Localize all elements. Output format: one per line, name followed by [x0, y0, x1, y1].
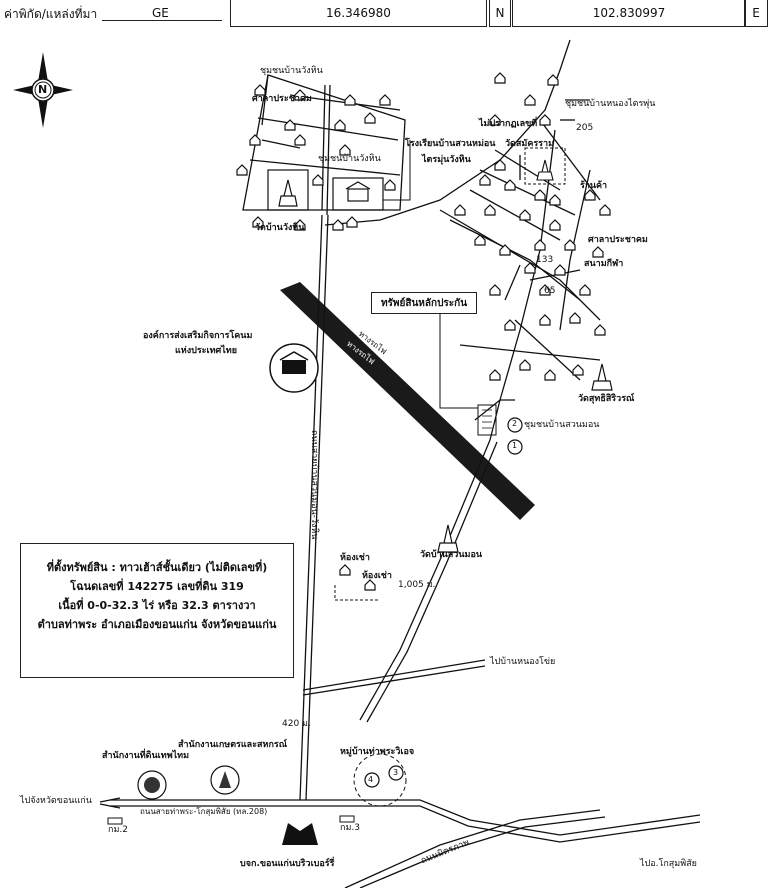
- label-65: 65: [544, 286, 556, 296]
- label-temple-samakkhi: วัดสมัครราม: [505, 139, 554, 149]
- label-temple-suanmon: วัดบ้านสวนมอน: [420, 550, 483, 560]
- label-road-vertical: ถนนสายบ้านสวนมอน-วังหิน: [309, 430, 319, 540]
- marker-1-label: 1: [512, 441, 518, 450]
- label-school: โรงเรียนบ้านสวนหม่อน: [405, 139, 496, 149]
- label-133: 133: [536, 255, 554, 265]
- label-dist-420: 420 ม.: [282, 719, 311, 729]
- label-dairy-org-2: แห่งประเทศไทย: [175, 346, 237, 356]
- main-road-vertical: [299, 214, 329, 801]
- coordinate-header: ค่าพิกัด/แหล่งที่มา GE 16.346980 N 102.8…: [0, 0, 768, 30]
- school-icon: [345, 181, 371, 202]
- label-road-208: ถนนสายท่าพระ-โกสุมพิสัย (ทล.208): [140, 807, 268, 816]
- label-stadium: สนามกีฬา: [584, 259, 624, 269]
- temple-suanmon-icon: [437, 524, 459, 553]
- highway-bottom: [344, 809, 606, 888]
- label-205: 205: [576, 123, 594, 133]
- label-land-office: สำนักงานที่ดินเทพไทม: [102, 751, 190, 761]
- land-office-seal-icon: [137, 770, 167, 800]
- info-line-4: ตำบลท่าพระ อำเภอเมืองขอนแก่น จังหวัดขอนแ…: [37, 618, 277, 631]
- info-line-2: โฉนดเลขที่ 142275 เลขที่ดิน 319: [70, 580, 244, 593]
- label-temple-sisawat: วัดสุทธิสิริวรณ์: [578, 394, 635, 404]
- road-to-nongkhoi: [302, 659, 486, 696]
- compass-letter: N: [38, 83, 48, 96]
- label-to-kosum: ไปอ.โกสุมพิสัย: [640, 859, 697, 869]
- label-shop: ร้านค้า: [580, 181, 608, 191]
- label-km-3: กม.3: [340, 823, 360, 833]
- label-to-nongkhoi: ไปบ้านหนองโข่ย: [490, 657, 556, 667]
- label-room-1: ห้องเช่า: [340, 553, 370, 563]
- label-to-khonkaen: ไปจังหวัดขอนแก่น: [20, 796, 92, 806]
- agri-office-seal-icon: [210, 765, 240, 795]
- label-dist-1005: 1,005 ม.: [398, 580, 436, 590]
- company-logo-icon: [282, 823, 318, 845]
- longitude-field: 102.830997: [512, 0, 746, 27]
- label-company: บจก.ขอนแก่นบริวเบอร์รี่: [240, 859, 335, 869]
- lat-dir: N: [489, 0, 511, 27]
- compass-icon: [13, 52, 73, 128]
- label-agri-office: สำนักงานเกษตรและสหกรณ์: [178, 740, 288, 750]
- info-line-3: เนื้อที่ 0-0-32.3 ไร่ หรือ 32.3 ตารางวา: [58, 599, 256, 612]
- label-community-north: ชุมชนบ้านวังหิน: [260, 66, 323, 76]
- label-sala-1: ศาลาประชาคม: [252, 94, 312, 104]
- marker-3-label: 3: [393, 768, 399, 777]
- info-line-1: ที่ตั้งทรัพย์สิน : ทาวเฮ้าส์ชั้นเดียว (ไ…: [46, 561, 268, 574]
- marker-4-label: 4: [368, 775, 374, 784]
- label-school-2: ไตรมุ่นวังหิน: [422, 155, 471, 165]
- marker-2-label: 2: [512, 419, 518, 428]
- temple-wanghin-icon: [278, 179, 298, 207]
- temple-samakkhi-icon: [536, 159, 554, 181]
- label-temple-wanghin: วัดบ้านวังหิน: [255, 223, 305, 233]
- east-road-network: [324, 39, 601, 441]
- label-room-2: ห้องเช่า: [362, 571, 392, 581]
- railway-band: [280, 282, 535, 520]
- village-boundary: [353, 753, 407, 807]
- temple-sisawat-icon: [591, 363, 613, 391]
- label-community-wanghin: ชุมชนบ้านวังหิน: [318, 154, 381, 164]
- highway-208: [99, 797, 701, 843]
- property-callout: ทรัพย์สินหลักประกัน: [371, 292, 477, 314]
- label-no-number: ไม่ปรากฏเลขที่: [479, 119, 538, 129]
- label-km-2: กม.2: [108, 825, 128, 835]
- source-code: GE: [152, 6, 169, 20]
- label-community-suanmon: ชุมชนบ้านสวนมอน: [524, 420, 600, 430]
- property-info-box: ที่ตั้งทรัพย์สิน : ทาวเฮ้าส์ชั้นเดียว (ไ…: [20, 543, 294, 678]
- label-village: หมู่บ้านท่าพระวิเอจ: [340, 747, 415, 757]
- dairy-org-seal-icon: [269, 343, 319, 393]
- coord-label: ค่าพิกัด/แหล่งที่มา: [4, 7, 98, 21]
- label-community-nongkhrai: ชุมชนบ้านหนองไตรพุ่น: [565, 99, 656, 109]
- latitude-field: 16.346980: [230, 0, 487, 27]
- label-dairy-org: องค์การส่งเสริมกิจการโคนม: [143, 331, 253, 341]
- label-sala-2: ศาลาประชาคม: [588, 235, 648, 245]
- road-suanmon: [359, 399, 515, 723]
